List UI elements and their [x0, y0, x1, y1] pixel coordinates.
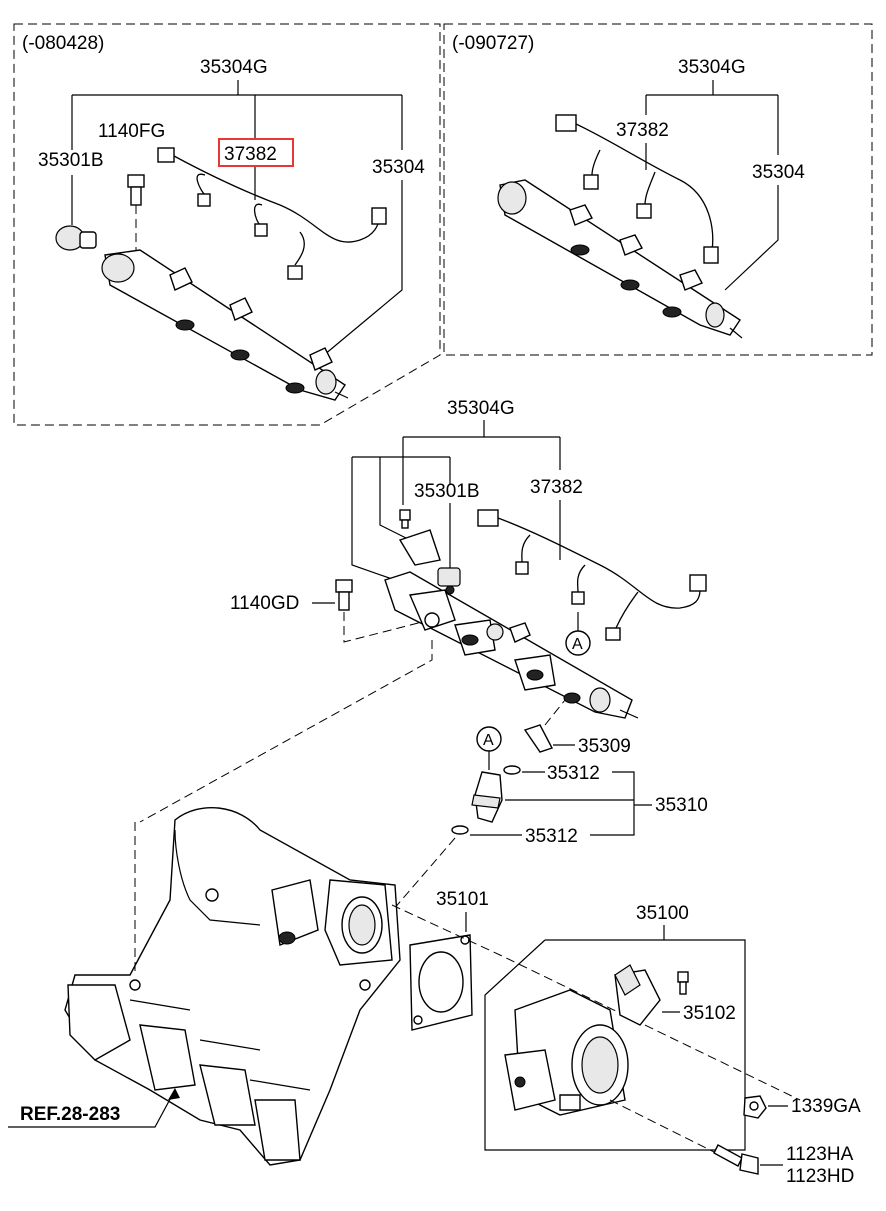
- gasket-35101: [409, 934, 473, 1031]
- circle-ref-a-top-label[interactable]: A: [572, 636, 583, 653]
- right-label-35304g[interactable]: 35304G: [678, 57, 746, 78]
- right-inset-panel: (-090727) 35304G 37382 35304: [443, 23, 873, 356]
- leader-35310: [505, 771, 652, 836]
- left-label-37382-highlighted[interactable]: 37382: [224, 144, 277, 165]
- right-label-37382[interactable]: 37382: [616, 120, 669, 141]
- right-label-35304[interactable]: 35304: [752, 162, 805, 183]
- main-label-1123ha[interactable]: 1123HA: [786, 1144, 854, 1165]
- injector-axis: [379, 837, 456, 926]
- highlight-box: [218, 138, 294, 167]
- left-label-35304g[interactable]: 35304G: [200, 57, 268, 78]
- left-label-35304[interactable]: 35304: [372, 157, 425, 178]
- main-label-35100[interactable]: 35100: [636, 903, 689, 924]
- main-label-1140gd[interactable]: 1140GD: [230, 593, 299, 614]
- circle-ref-a-injector-label[interactable]: A: [483, 732, 494, 749]
- main-assembly: 35304G 35301B 37382 1140GD: [8, 398, 861, 1187]
- main-label-35310[interactable]: 35310: [655, 795, 708, 816]
- main-rail-axis: [139, 640, 433, 823]
- leader-35312: [470, 771, 545, 836]
- throttle-body-35100: [504, 989, 629, 1116]
- main-label-35312-top[interactable]: 35312: [547, 763, 600, 784]
- left-leader-lines: [71, 80, 403, 376]
- main-leader-lines: [351, 420, 561, 581]
- right-harness: [555, 114, 719, 264]
- left-pressure-regulator: [55, 225, 97, 251]
- nut-1339ga: [743, 1095, 767, 1119]
- right-fuel-rail: [497, 179, 743, 339]
- left-inset-panel: (-080428) 35304G 1140FG 35301B 37382 353…: [13, 23, 441, 426]
- right-inset-date-code: (-090727): [452, 33, 534, 54]
- main-label-1339ga[interactable]: 1339GA: [791, 1096, 861, 1117]
- left-label-1140fg[interactable]: 1140FG: [98, 121, 165, 142]
- ref-arrow-icon: [168, 1088, 180, 1100]
- bolt-axis: [609, 1099, 721, 1156]
- right-leader-lines: [645, 80, 779, 291]
- clip-35309: [523, 724, 554, 753]
- left-label-35301b[interactable]: 35301B: [38, 150, 104, 171]
- left-harness: [157, 147, 387, 280]
- throttle-body-box: [484, 925, 746, 1151]
- ref-leader: [8, 1089, 176, 1128]
- main-label-35101[interactable]: 35101: [436, 889, 489, 910]
- injector-35310: [451, 765, 521, 835]
- bolt-1123ha: [713, 1144, 759, 1175]
- left-bolt-1140fg: [127, 174, 145, 206]
- main-label-35304g[interactable]: 35304G: [447, 398, 515, 419]
- main-regulator-bolt: [399, 509, 411, 529]
- gasket-axis: [391, 904, 801, 1101]
- main-fuel-rail: [384, 571, 639, 719]
- main-label-37382[interactable]: 37382: [530, 477, 583, 498]
- tps-sensor-35102: [614, 964, 689, 1026]
- left-inset-date-code: (-080428): [22, 33, 104, 54]
- right-inset-border: [443, 23, 873, 356]
- main-bolt-1140gd: [335, 579, 353, 611]
- intake-manifold: [64, 807, 401, 1166]
- main-harness: [477, 509, 707, 641]
- main-bolt-axis: [343, 612, 431, 643]
- reference-label[interactable]: REF.28-283: [20, 1104, 120, 1125]
- main-label-35309[interactable]: 35309: [578, 736, 631, 757]
- main-pressure-regulator: [437, 567, 461, 595]
- main-label-35102[interactable]: 35102: [683, 1003, 736, 1024]
- clip-axis: [544, 699, 566, 726]
- main-label-35301b[interactable]: 35301B: [414, 481, 480, 502]
- main-label-35312-bottom[interactable]: 35312: [525, 826, 578, 847]
- left-fuel-rail: [101, 249, 349, 401]
- left-inset-border: [13, 23, 441, 426]
- main-regulator-bracket: [398, 529, 441, 566]
- main-label-1123hd[interactable]: 1123HD: [786, 1166, 854, 1187]
